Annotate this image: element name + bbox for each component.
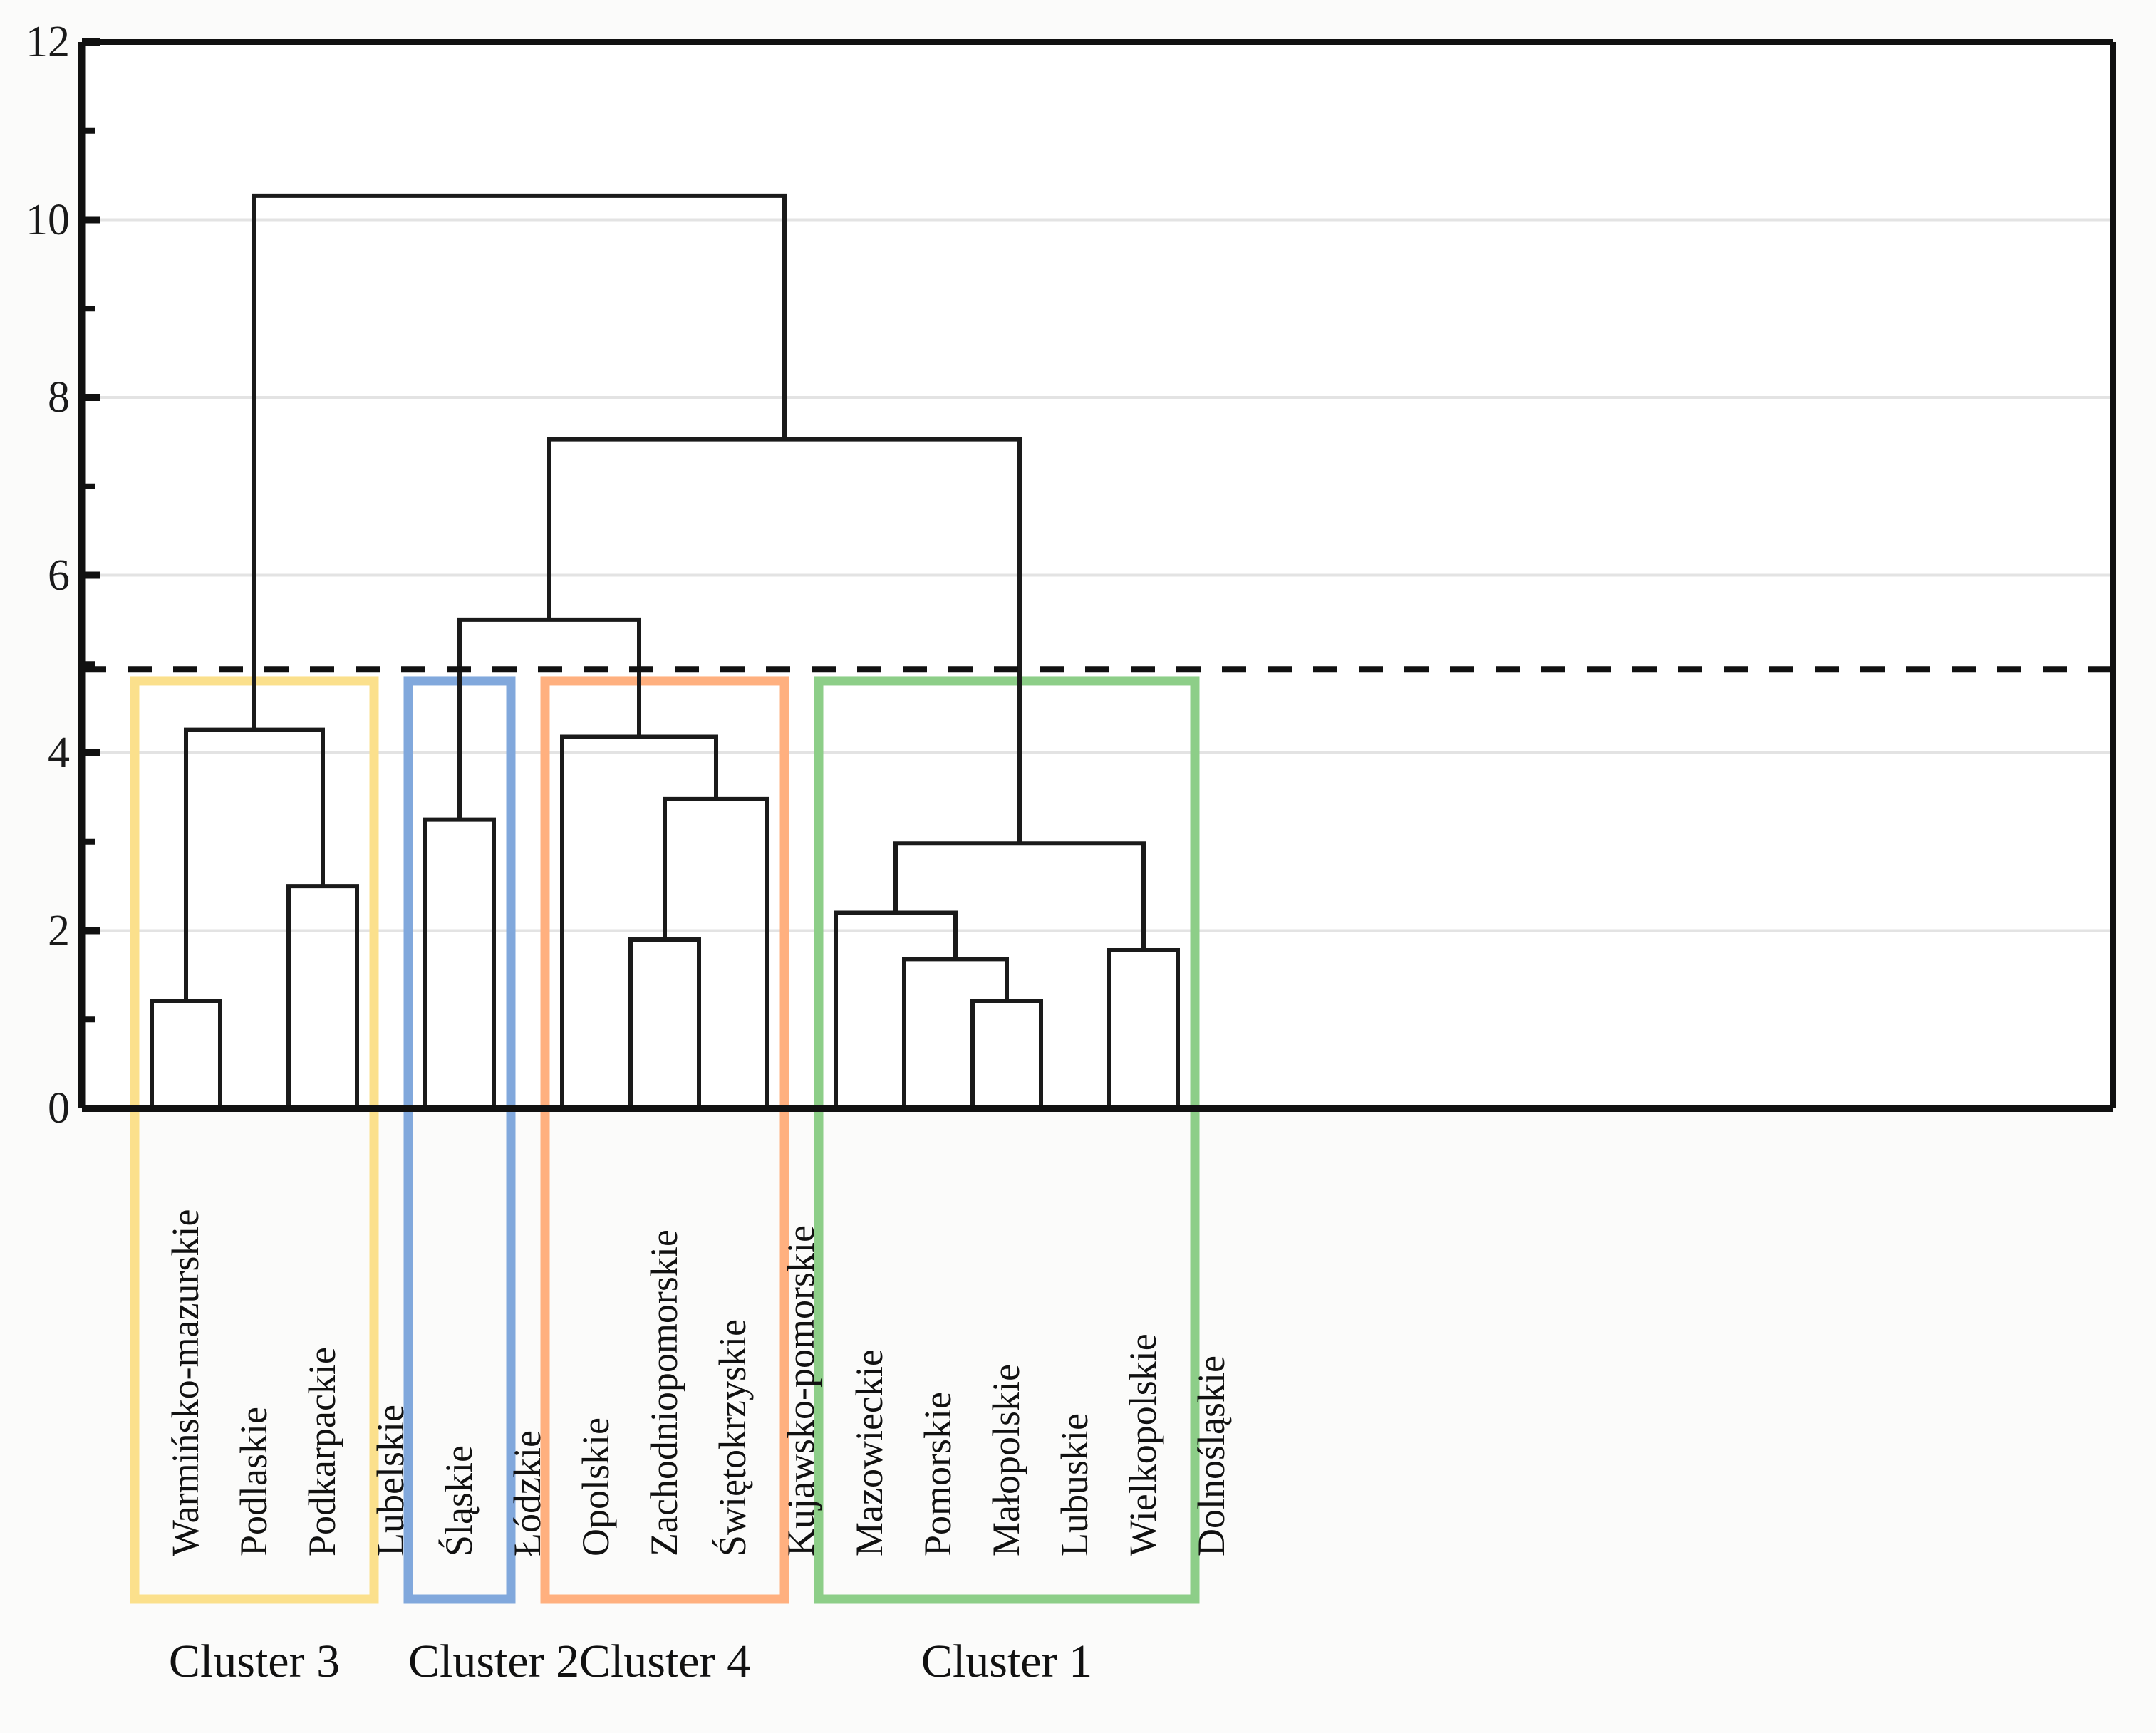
leaf-label-3: Lubelskie	[369, 1405, 412, 1556]
y-axis-tick-label-4: 4	[48, 729, 70, 777]
link-path	[547, 437, 1022, 844]
y-axis-tick-label-6: 6	[48, 551, 70, 600]
cluster-caption-4: Cluster 1	[921, 1635, 1093, 1687]
link-path	[560, 734, 718, 1108]
leaf-label-9: Kujawsko-pomorskie	[779, 1225, 822, 1556]
cluster-caption-2: Cluster 2	[408, 1635, 580, 1687]
link-path	[286, 884, 359, 1108]
leaf-label-7: Zachodniopomorskie	[643, 1229, 685, 1556]
cluster-box-3[interactable]	[540, 676, 789, 1604]
leaf-label-13: Lubuskie	[1053, 1413, 1096, 1556]
cluster-box-4[interactable]	[814, 676, 1200, 1604]
dendrogram-link-m14	[547, 437, 1022, 844]
leaf-label-0: Warmińsko-mazurskie	[164, 1209, 207, 1556]
leaf-label-6: Opolskie	[574, 1417, 617, 1556]
y-axis-tick-label-2: 2	[48, 906, 70, 955]
leaf-label-10: Mazowieckie	[848, 1349, 891, 1556]
y-axis-tick-label-0: 0	[48, 1084, 70, 1133]
y-axis-tick-label-10: 10	[26, 195, 70, 244]
y-axis-tick-label-12: 12	[26, 18, 70, 66]
leaf-label-8: Świętokrzyskie	[711, 1319, 754, 1556]
dendrogram-link-m15	[252, 193, 787, 730]
cluster-caption-3: Cluster 4	[579, 1635, 751, 1687]
leaf-label-11: Pomorskie	[916, 1391, 959, 1556]
leaf-label-5: Łódzkie	[506, 1430, 549, 1556]
leaf-label-4: Śląskie	[437, 1445, 480, 1556]
link-path	[252, 193, 787, 730]
dendrogram-link-m7	[560, 734, 718, 1108]
y-axis-tick-label-8: 8	[48, 373, 70, 422]
leaf-label-12: Małopolskie	[985, 1364, 1027, 1556]
leaf-label-1: Podlaskie	[232, 1407, 275, 1556]
leaf-label-15: Dolnośląskie	[1190, 1355, 1233, 1556]
dendrogram-link-m2	[286, 884, 359, 1108]
leaf-label-2: Podkarpackie	[301, 1347, 343, 1556]
leaf-label-14: Wielkopolskie	[1121, 1333, 1164, 1556]
cluster-caption-1: Cluster 3	[168, 1635, 341, 1687]
